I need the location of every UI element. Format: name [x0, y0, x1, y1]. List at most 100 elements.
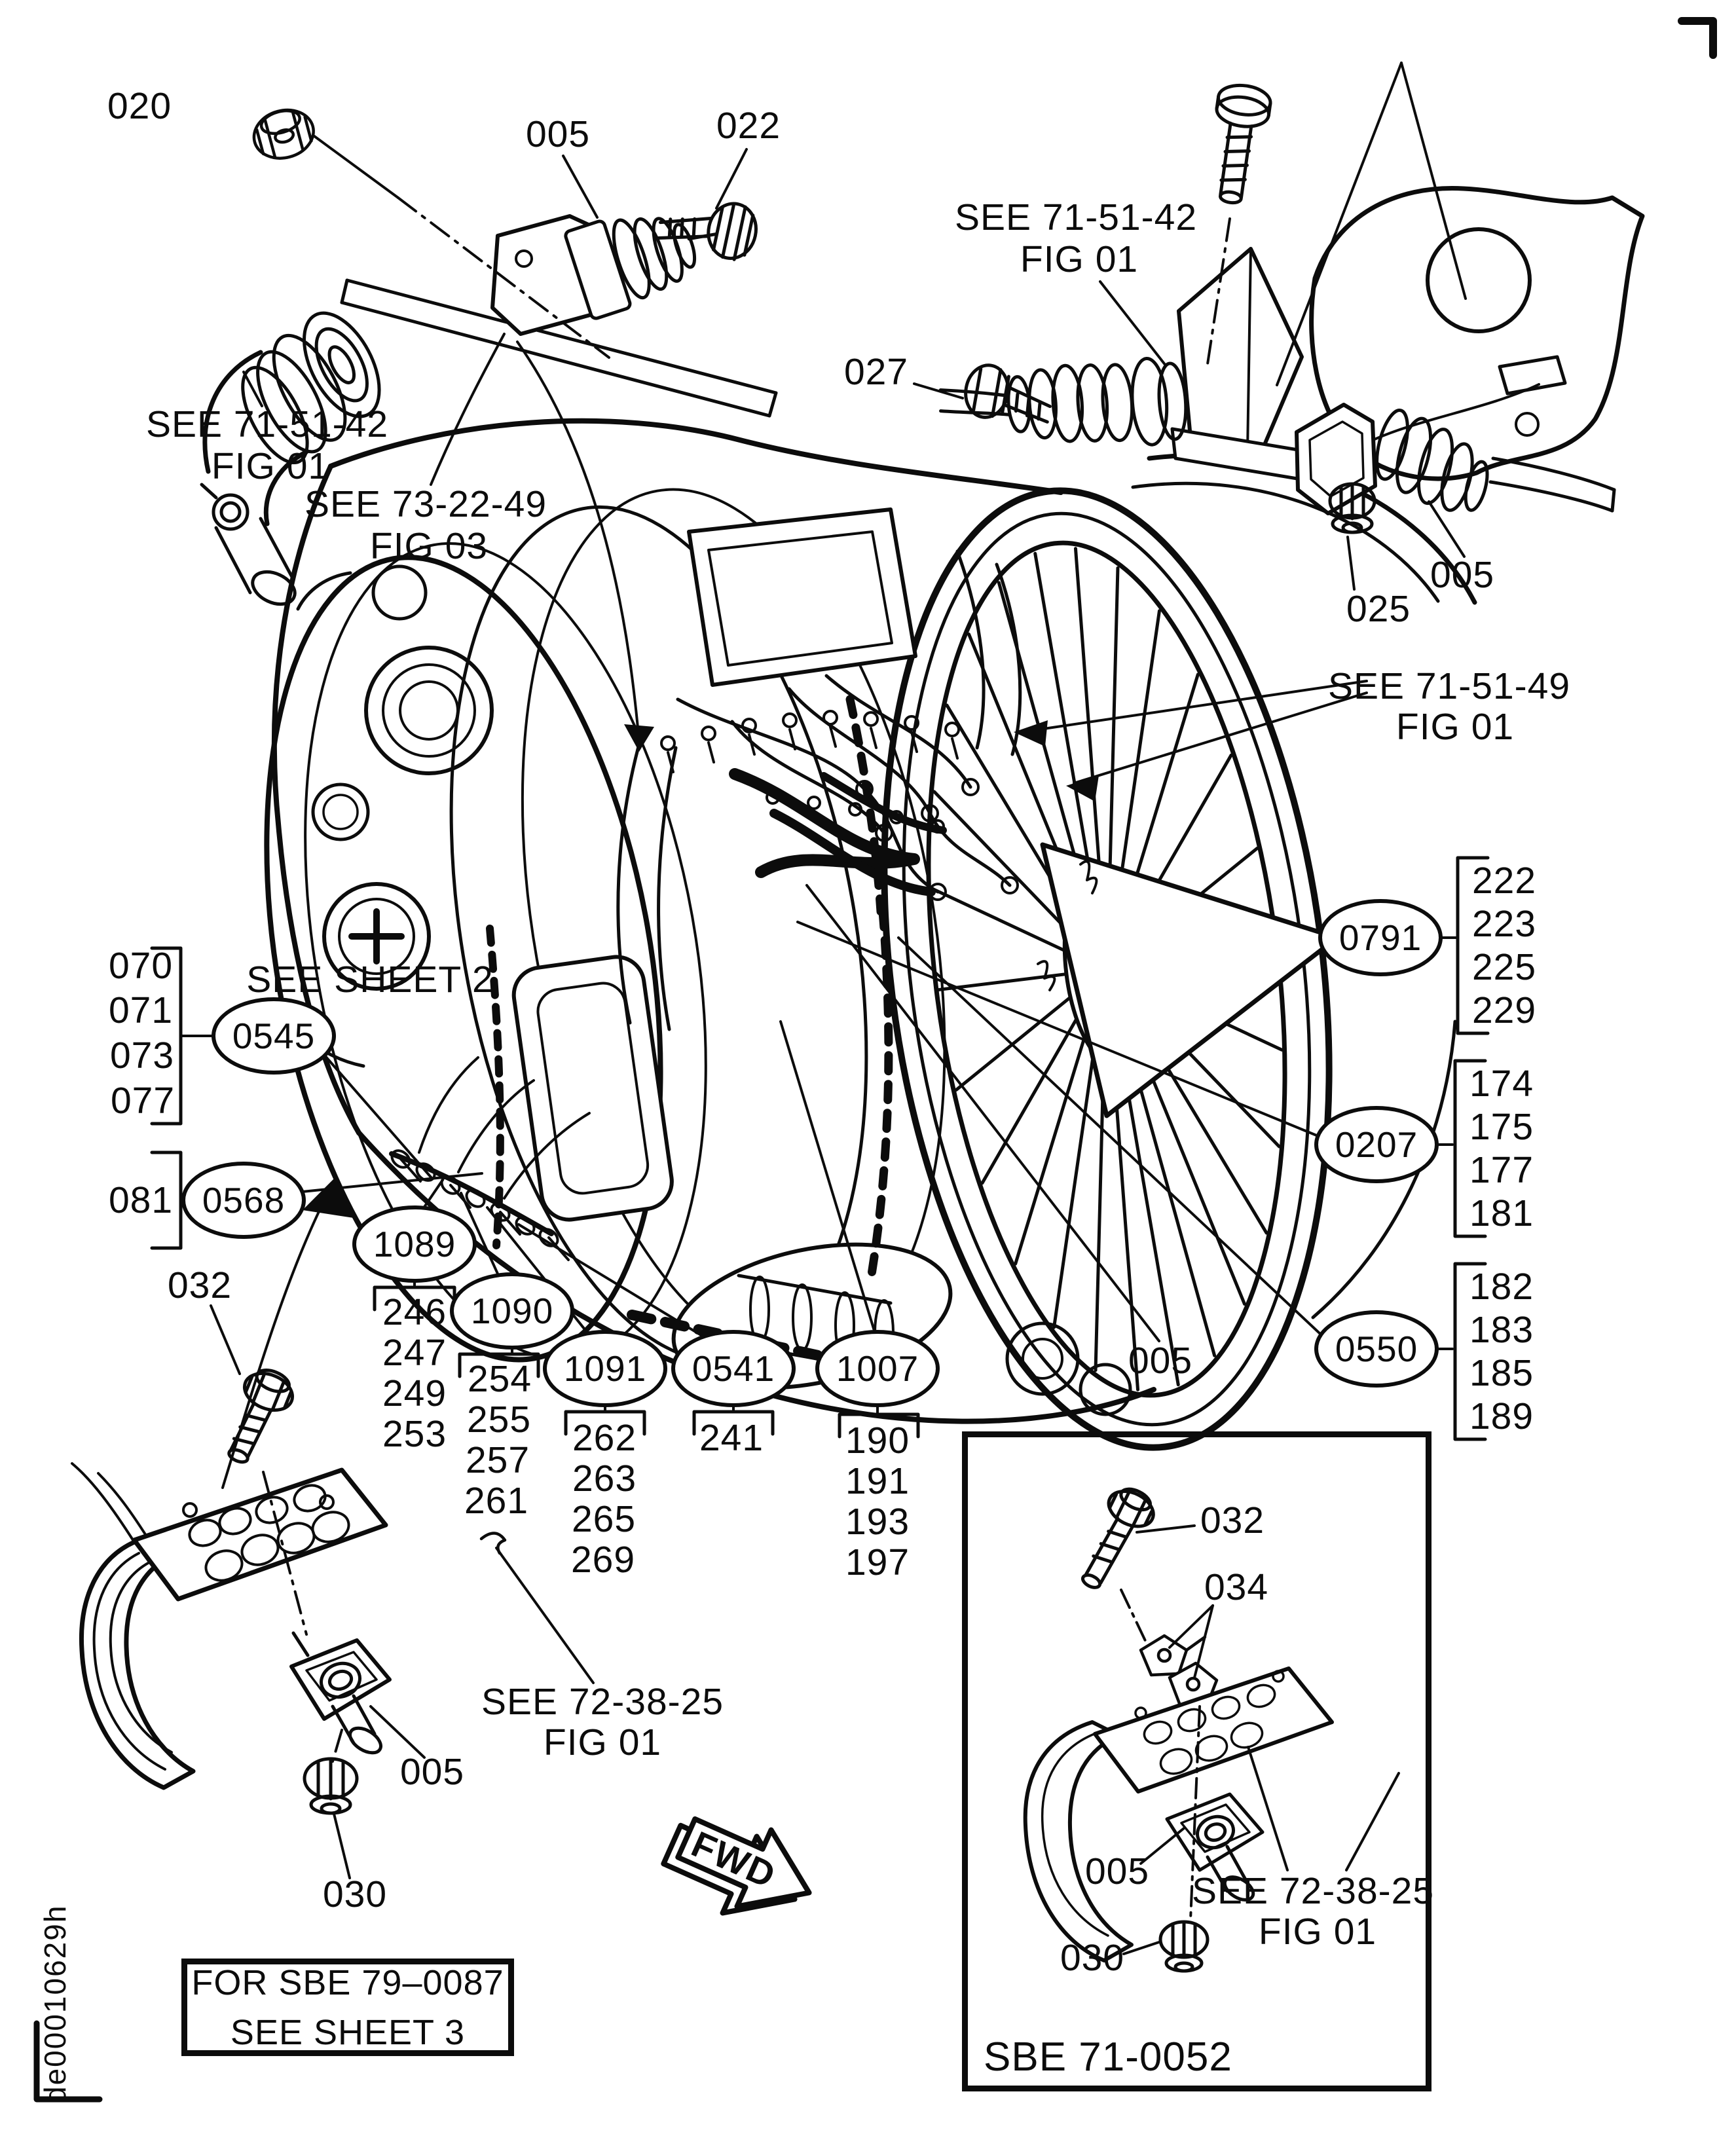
- item-254: 254: [467, 1358, 532, 1400]
- inset-plug-030: [1158, 1920, 1210, 1973]
- inset-caption: SBE 71-0052: [984, 2034, 1232, 2080]
- inset-art: [1023, 1487, 1334, 1973]
- plug-025: [1328, 482, 1376, 534]
- label-022: 022: [716, 105, 781, 147]
- clamp-chain-right: [845, 695, 885, 916]
- corner-mark-bottom-left: [33, 2020, 103, 2103]
- ref-72-38-25: SEE 72-38-25: [481, 1681, 724, 1723]
- bolt-027: [964, 363, 1052, 424]
- item-257: 257: [465, 1439, 530, 1481]
- ref-73-22-49: SEE 73-22-49: [304, 483, 547, 525]
- label-005-mid: 005: [1128, 1340, 1193, 1382]
- item-265: 265: [571, 1498, 637, 1540]
- callout-1007: 1007: [815, 1330, 940, 1407]
- elbow-connector: [200, 311, 381, 606]
- bolt-vertical: [1215, 83, 1272, 205]
- sheet2-note: SEE SHEET 2: [246, 959, 494, 1001]
- note-line-2: SEE SHEET 3: [230, 2012, 466, 2052]
- accessory-pump: [1005, 1321, 1080, 1396]
- label-032: 032: [167, 1264, 232, 1306]
- left-port-coil: [364, 646, 494, 775]
- wedge-mark-2: [1037, 960, 1056, 991]
- fwd-arrow: FWD: [661, 1816, 812, 1916]
- item-183: 183: [1469, 1309, 1534, 1351]
- item-182: 182: [1469, 1266, 1534, 1308]
- callout-1090: 1090: [450, 1272, 574, 1350]
- ref-73-22-49-fig: FIG 03: [369, 525, 489, 567]
- leader-lines: [179, 62, 1467, 1955]
- list-brackets: [150, 856, 1490, 1441]
- plug-030-bl: [303, 1757, 359, 1815]
- note-box: FOR SBE 79–0087 SEE SHEET 3: [181, 1959, 514, 2056]
- callout-wedge: [1040, 842, 1340, 1118]
- connector-005-bl: [289, 1631, 392, 1755]
- ref-71-51-42-right-fig: FIG 01: [1020, 238, 1139, 280]
- item-197: 197: [845, 1541, 910, 1583]
- item-253: 253: [382, 1413, 447, 1455]
- bolt-032: [227, 1369, 295, 1464]
- item-190: 190: [845, 1420, 910, 1462]
- item-073: 073: [109, 1035, 175, 1076]
- label-025: 025: [1346, 588, 1411, 630]
- callout-0207: 0207: [1314, 1106, 1439, 1183]
- inset-ref-72-38-25: SEE 72-38-25: [1191, 1870, 1435, 1912]
- item-081: 081: [108, 1179, 174, 1221]
- callout-1089: 1089: [352, 1205, 477, 1283]
- top-access-panel: [687, 507, 917, 687]
- corner-mark-top-right: [1678, 17, 1717, 59]
- drawing-code-vertical: de00010629h: [38, 1904, 72, 2103]
- item-246: 246: [382, 1291, 447, 1333]
- inset-bolt-032: [1080, 1487, 1155, 1589]
- item-185: 185: [1469, 1352, 1534, 1394]
- mid-access-panel: [511, 955, 674, 1222]
- engine-top-outline: [328, 418, 1063, 495]
- item-223: 223: [1471, 903, 1537, 945]
- item-229: 229: [1471, 989, 1537, 1031]
- ref-71-51-49-fig: FIG 01: [1395, 706, 1515, 748]
- nacelle-arc-3: [1311, 1020, 1457, 1319]
- support-bracket: [1177, 247, 1304, 464]
- item-191: 191: [845, 1460, 910, 1502]
- left-port-screw: [322, 882, 431, 991]
- item-077: 077: [110, 1080, 175, 1122]
- ref-71-51-42-left-fig: FIG 01: [211, 445, 330, 487]
- item-222: 222: [1471, 860, 1537, 902]
- callout-0568: 0568: [181, 1162, 306, 1239]
- nacelle-arc-1: [1131, 481, 1440, 603]
- wedge-mark-1: [1079, 860, 1098, 894]
- callout-0541: 0541: [671, 1330, 796, 1407]
- ref-72-38-25-fig: FIG 01: [543, 1721, 662, 1763]
- bolt-022: [656, 202, 758, 261]
- inset-box: [962, 1431, 1431, 2091]
- label-030-bl: 030: [322, 1873, 388, 1915]
- item-255: 255: [466, 1399, 532, 1441]
- connector-005-top: [564, 217, 718, 320]
- inset-label-034: 034: [1204, 1566, 1269, 1608]
- inset-label-032: 032: [1200, 1499, 1265, 1541]
- inset-ref-72-38-25-fig: FIG 01: [1258, 1911, 1377, 1953]
- inset-label-030: 030: [1060, 1937, 1125, 1979]
- callout-1091: 1091: [543, 1330, 667, 1407]
- callout-0545: 0545: [212, 997, 336, 1075]
- item-269: 269: [570, 1539, 636, 1581]
- mount-arm: [71, 1462, 196, 1790]
- ref-71-51-42-right: SEE 71-51-42: [954, 196, 1198, 238]
- inset-arm: [1023, 1720, 1134, 1962]
- item-249: 249: [382, 1372, 447, 1414]
- item-175: 175: [1469, 1106, 1534, 1148]
- connector-005-right: [1295, 403, 1616, 515]
- item-225: 225: [1471, 946, 1537, 988]
- hook-clip: [479, 1532, 507, 1555]
- ref-71-51-42-left: SEE 71-51-42: [145, 403, 389, 445]
- callout-0550: 0550: [1314, 1310, 1439, 1388]
- item-177: 177: [1469, 1149, 1534, 1191]
- item-071: 071: [108, 989, 174, 1031]
- nut-020: [252, 108, 315, 160]
- ref-71-51-49: SEE 71-51-49: [1327, 665, 1571, 707]
- plate-holes: [182, 1484, 350, 1582]
- label-005-top: 005: [525, 113, 591, 155]
- item-263: 263: [572, 1458, 637, 1499]
- item-262: 262: [572, 1417, 637, 1459]
